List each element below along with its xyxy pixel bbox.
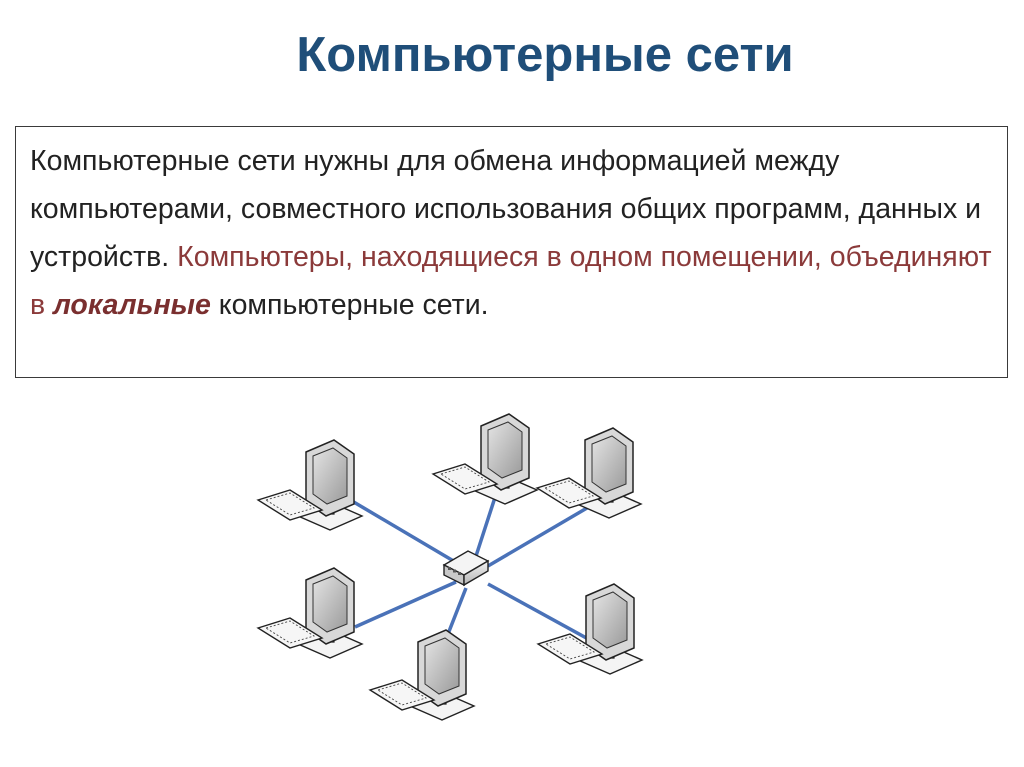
desktop-computer-icon: [257, 439, 363, 531]
link-line: [487, 582, 591, 642]
definition-text-box: Компьютерные сети нужны для обмена инфор…: [15, 126, 1008, 378]
link-line: [354, 580, 457, 629]
link-line: [446, 587, 468, 635]
link-line: [351, 499, 463, 568]
paragraph-intro: Компьютерные сети нужны для обмена инфор…: [30, 145, 982, 273]
link-line: [487, 506, 588, 568]
desktop-computer-icon: [536, 427, 642, 519]
desktop-computer-icon: [257, 567, 363, 659]
network-switch-icon: [442, 550, 490, 587]
desktop-computer-icon: [537, 583, 643, 675]
desktop-computer-icon: [369, 629, 475, 721]
slide-title: Компьютерные сети: [296, 28, 794, 82]
definition-paragraph: Компьютерные сети нужны для обмена инфор…: [30, 137, 993, 329]
paragraph-emphasis: локальные: [53, 289, 211, 321]
paragraph-highlight: Компьютеры, находящиеся в одном помещени…: [30, 241, 992, 321]
desktop-computer-icon: [432, 413, 538, 505]
paragraph-tail: компьютерные сети.: [210, 289, 489, 321]
